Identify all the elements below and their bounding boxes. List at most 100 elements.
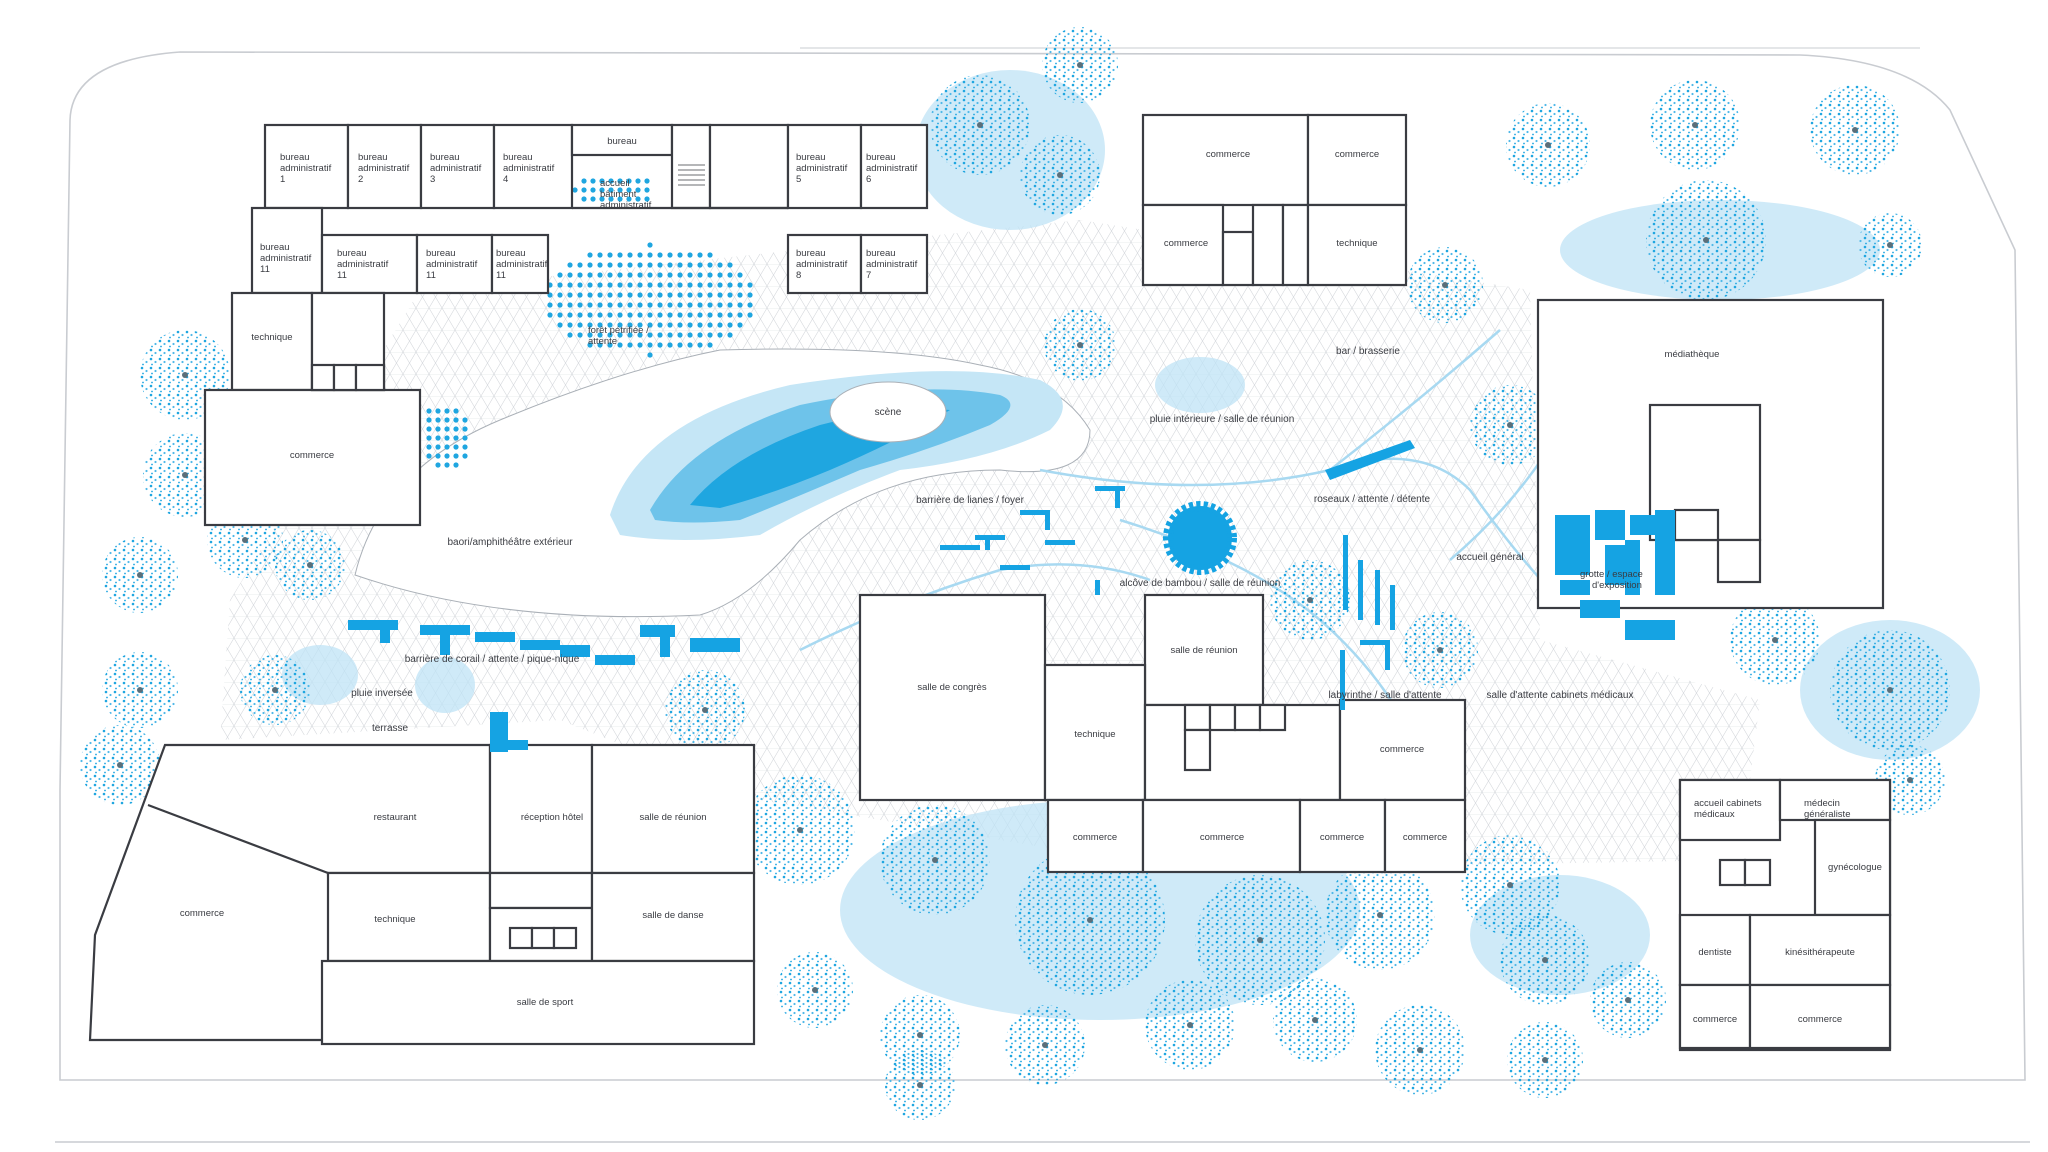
- forest-dot: [587, 282, 593, 288]
- forest-dot: [453, 462, 459, 468]
- forest-dot: [747, 282, 753, 288]
- forest-dot: [557, 312, 563, 318]
- room-dentiste: dentiste: [1698, 947, 1731, 958]
- forest-dot: [444, 462, 450, 468]
- forest-dot: [567, 312, 573, 318]
- zone-labels: forêt pétrifiée /attente scène baori/amp…: [351, 325, 1643, 734]
- forest-dot: [727, 272, 733, 278]
- petrified-forest-dots: [426, 178, 753, 468]
- forest-dot: [677, 262, 683, 268]
- room-commerce-ne2: commerce: [1335, 149, 1379, 160]
- blue-installations: [348, 440, 1675, 752]
- zone-scene: scène: [875, 407, 902, 418]
- forest-dot: [647, 242, 653, 248]
- forest-dot: [697, 282, 703, 288]
- forest-dot: [581, 187, 587, 193]
- forest-dot: [607, 252, 613, 258]
- forest-dot: [607, 262, 613, 268]
- forest-dot: [707, 262, 713, 268]
- forest-dot: [627, 292, 633, 298]
- zone-pluie-interieure: pluie intérieure / salle de réunion: [1150, 414, 1295, 425]
- room-technique-south: technique: [374, 914, 415, 925]
- forest-dot: [697, 252, 703, 258]
- room-restaurant: restaurant: [374, 812, 417, 823]
- forest-dot: [637, 262, 643, 268]
- forest-dot: [687, 322, 693, 328]
- forest-dot: [707, 312, 713, 318]
- forest-dot: [444, 444, 450, 450]
- forest-dot: [626, 196, 632, 202]
- zone-corail: barrière de corail / attente / pique-niq…: [405, 654, 580, 665]
- forest-dot: [572, 187, 578, 193]
- forest-dot: [627, 282, 633, 288]
- forest-dot: [617, 332, 623, 338]
- forest-dot: [637, 332, 643, 338]
- forest-dot: [667, 342, 673, 348]
- forest-dot: [677, 252, 683, 258]
- forest-dot: [607, 272, 613, 278]
- room-commerce-c3: commerce: [1200, 832, 1244, 843]
- forest-dot: [667, 292, 673, 298]
- forest-dot: [597, 322, 603, 328]
- room-commerce-c4: commerce: [1320, 832, 1364, 843]
- forest-dot: [727, 312, 733, 318]
- forest-dot: [647, 312, 653, 318]
- forest-dot: [637, 322, 643, 328]
- forest-dot: [667, 282, 673, 288]
- forest-dot: [737, 282, 743, 288]
- forest-dot: [687, 302, 693, 308]
- forest-dot: [667, 272, 673, 278]
- forest-dot: [687, 342, 693, 348]
- forest-dot: [707, 332, 713, 338]
- forest-dot: [577, 322, 583, 328]
- forest-dot: [435, 426, 441, 432]
- forest-dot: [707, 252, 713, 258]
- forest-dot: [677, 342, 683, 348]
- room-commerce-sw: commerce: [180, 908, 224, 919]
- forest-dot: [677, 292, 683, 298]
- forest-dot: [435, 417, 441, 423]
- forest-dot: [462, 435, 468, 441]
- forest-dot: [647, 252, 653, 258]
- forest-dot: [626, 178, 632, 184]
- forest-dot: [567, 262, 573, 268]
- forest-dot: [647, 272, 653, 278]
- zone-labyrinthe: labyrinthe / salle d'attente: [1328, 690, 1442, 701]
- forest-dot: [617, 292, 623, 298]
- forest-dot: [637, 342, 643, 348]
- forest-dot: [608, 178, 614, 184]
- forest-dot: [707, 342, 713, 348]
- forest-dot: [617, 252, 623, 258]
- forest-dot: [444, 408, 450, 414]
- room-technique-central: technique: [1074, 729, 1115, 740]
- forest-dot: [626, 187, 632, 193]
- forest-dot: [627, 302, 633, 308]
- forest-dot: [599, 187, 605, 193]
- forest-dot: [607, 322, 613, 328]
- forest-dot: [567, 302, 573, 308]
- forest-dot: [647, 352, 653, 358]
- forest-dot: [597, 252, 603, 258]
- forest-dot: [557, 272, 563, 278]
- forest-dot: [667, 252, 673, 258]
- forest-dot: [717, 272, 723, 278]
- forest-dot: [557, 292, 563, 298]
- forest-dot: [587, 262, 593, 268]
- forest-dot: [627, 312, 633, 318]
- forest-dot: [717, 292, 723, 298]
- forest-dot: [677, 272, 683, 278]
- forest-dot: [577, 332, 583, 338]
- forest-dot: [627, 342, 633, 348]
- forest-dot: [697, 262, 703, 268]
- forest-dot: [617, 196, 623, 202]
- forest-dot: [647, 302, 653, 308]
- room-salle-reunion-central: salle de réunion: [1170, 645, 1237, 656]
- forest-dot: [426, 435, 432, 441]
- forest-dot: [444, 453, 450, 459]
- admin-block: [203, 123, 929, 527]
